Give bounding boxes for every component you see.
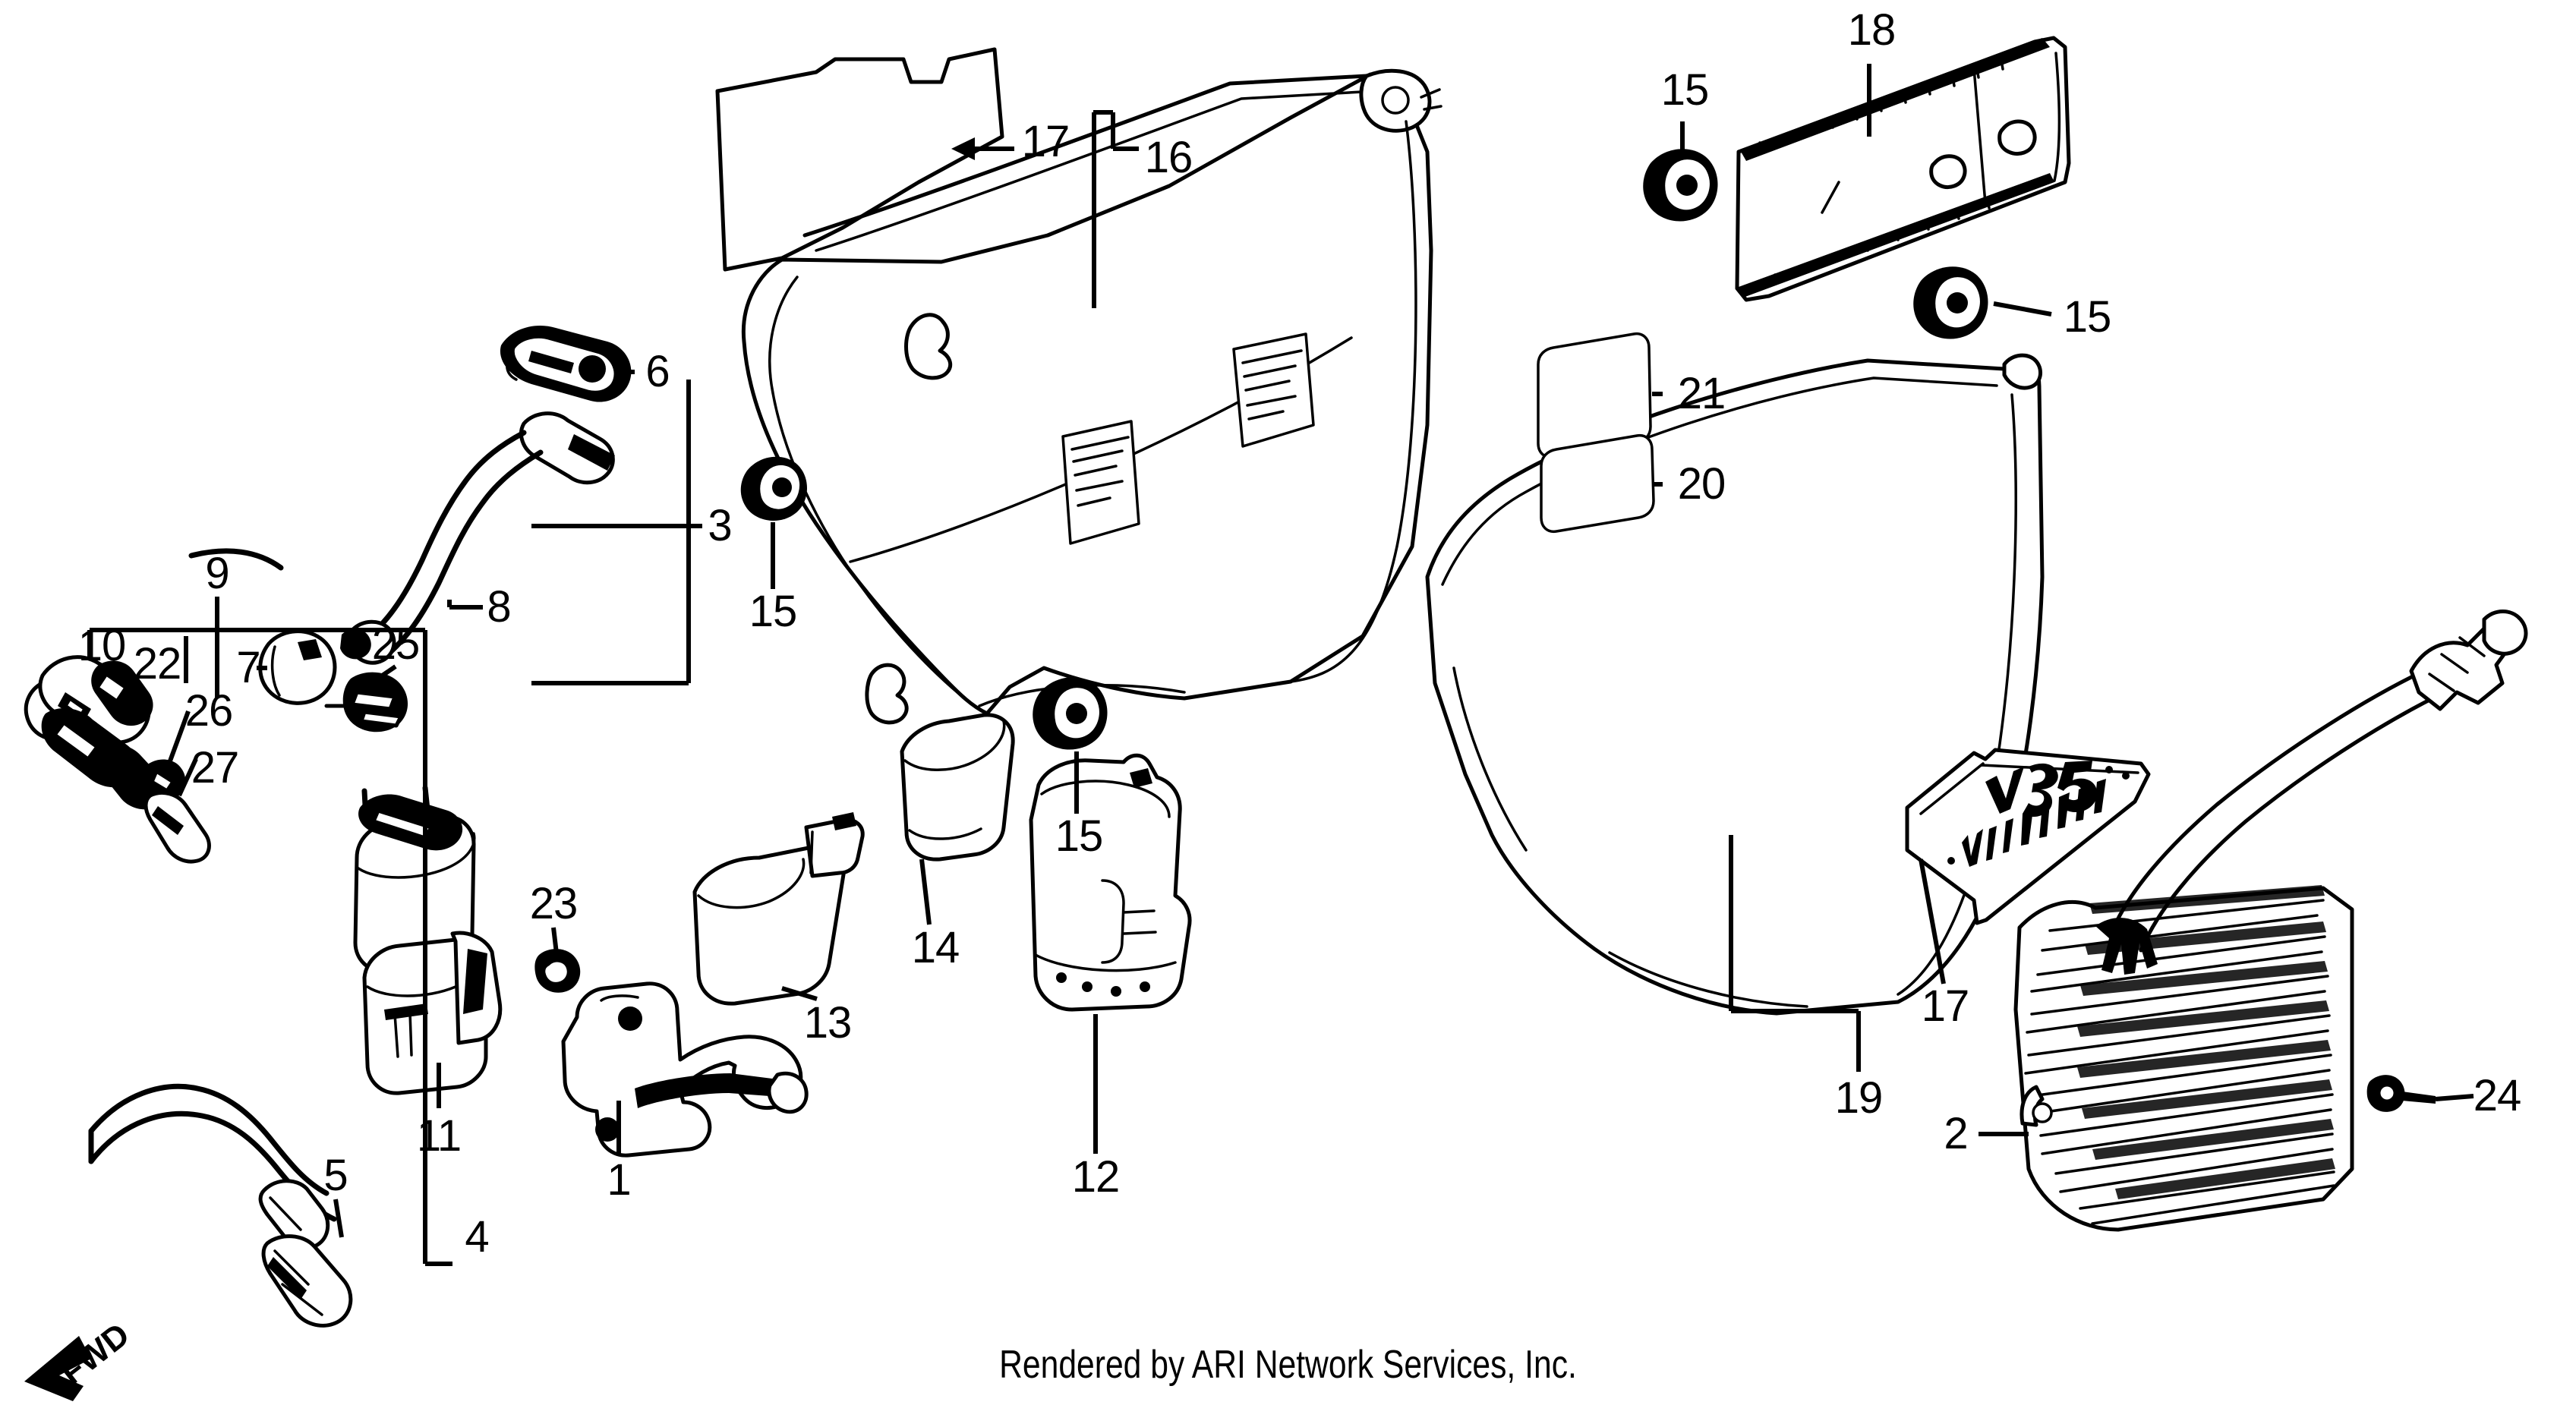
callout-17-a: 17	[1021, 117, 1070, 166]
left-side-cover-assembly	[715, 47, 1442, 725]
callout-16: 16	[1144, 133, 1193, 182]
callout-18: 18	[1847, 5, 1897, 55]
callout-19: 19	[1834, 1073, 1884, 1123]
callout-6: 6	[645, 347, 670, 396]
callout-15-c: 15	[1660, 65, 1710, 115]
callout-2: 2	[1944, 1109, 1968, 1158]
grommet-15-b	[1033, 677, 1108, 750]
stay-bracket-1	[561, 981, 809, 1158]
callout-14: 14	[911, 923, 960, 972]
callout-24: 24	[2473, 1071, 2522, 1120]
callout-11: 11	[416, 1111, 462, 1161]
callout-10: 10	[77, 621, 127, 670]
callout-8: 8	[487, 582, 511, 632]
callout-23: 23	[529, 879, 579, 928]
regulator-rectifier	[2013, 885, 2354, 1232]
bracket-6	[500, 325, 632, 402]
callout-7: 7	[236, 643, 260, 692]
washer-23	[534, 949, 581, 993]
solenoid-12	[1029, 753, 1192, 1012]
grommet-15-c	[1643, 149, 1718, 222]
hose-assembly	[88, 1083, 353, 1328]
callout-15-b: 15	[1055, 811, 1104, 861]
callout-27: 27	[191, 743, 240, 792]
callout-20: 20	[1677, 459, 1726, 509]
leader-lines	[87, 64, 2474, 1266]
callout-12: 12	[1071, 1152, 1121, 1202]
label-pads	[1537, 332, 1655, 534]
coil-unit	[353, 785, 503, 1095]
canister-13	[692, 812, 865, 1006]
right-side-cover-panel	[1735, 36, 2071, 302]
callout-3: 3	[708, 501, 732, 550]
left-electrical-cluster	[24, 629, 408, 864]
callout-4: 4	[465, 1212, 489, 1262]
callout-15-a: 15	[749, 587, 798, 636]
bolt-24	[2366, 1075, 2436, 1112]
grommet-15-a	[740, 456, 807, 521]
callout-22: 22	[133, 639, 182, 688]
fwd-arrow-icon	[24, 1336, 91, 1401]
callout-1: 1	[607, 1155, 631, 1205]
callout-15-d: 15	[2063, 292, 2112, 342]
callout-9: 9	[205, 549, 229, 598]
callout-13: 13	[803, 998, 853, 1047]
footer-credit: Rendered by ARI Network Services, Inc.	[999, 1343, 1577, 1387]
grommet-15-d	[1913, 266, 1988, 339]
callout-21: 21	[1677, 369, 1726, 418]
callout-5: 5	[323, 1151, 348, 1200]
v65-magna-emblem	[1905, 748, 2151, 925]
callout-26: 26	[184, 686, 234, 736]
rubber-cup-14	[900, 713, 1015, 862]
regulator-wire-harness	[2095, 610, 2528, 975]
callout-17-b: 17	[1921, 981, 1970, 1031]
rear-side-cover-panel	[1425, 353, 2045, 1016]
callout-25: 25	[371, 619, 421, 669]
